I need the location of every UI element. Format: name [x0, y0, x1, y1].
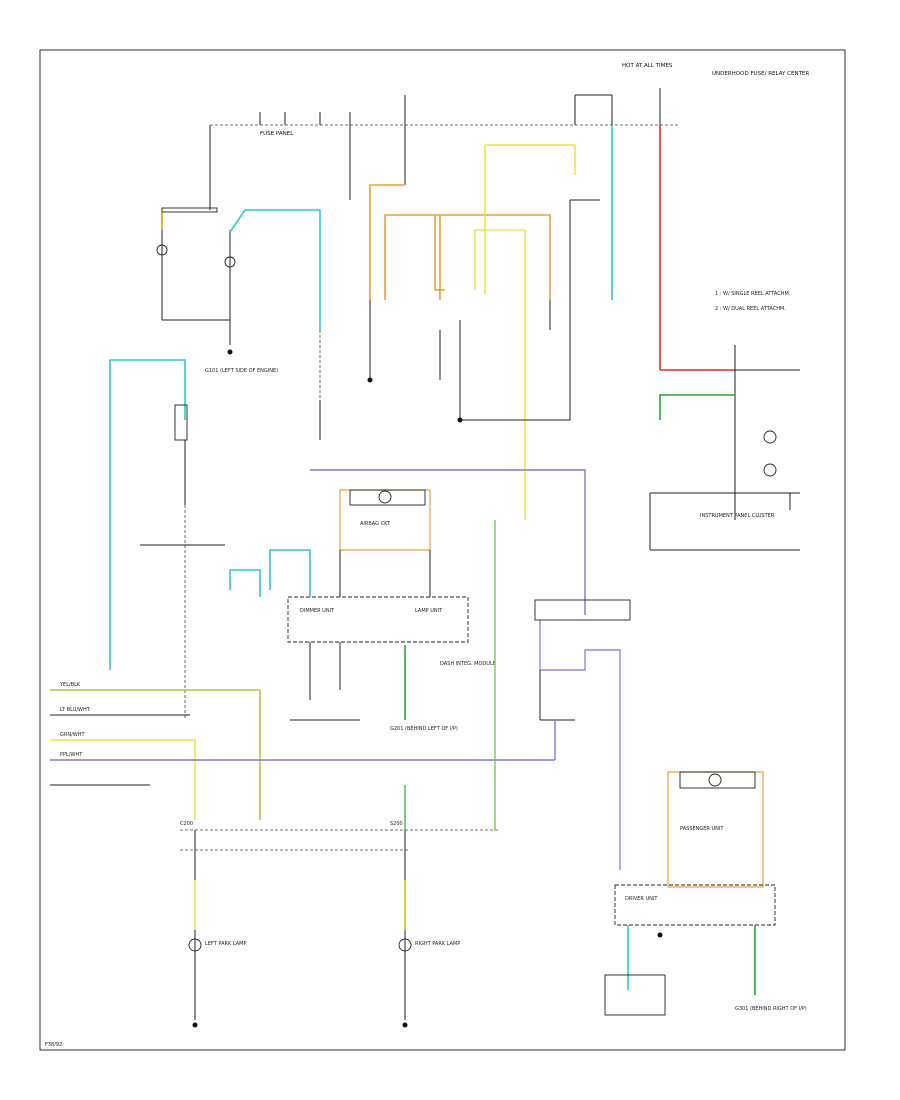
instrument-panel-cluster-label: INSTRUMENT PANEL CLUSTER — [700, 513, 775, 519]
fuse-panel-label: FUSE PANEL — [260, 131, 294, 137]
ground-g101-label: G101 (LEFT SIDE OF ENGINE) — [205, 368, 278, 374]
right-park-lamp-label: RIGHT PARK LAMP — [415, 941, 460, 947]
right-center-connector — [534, 599, 631, 621]
ppl-wht-label: PPL/WHT — [60, 752, 83, 758]
dash-integration-module — [229, 489, 469, 721]
left-feed-wires — [50, 689, 556, 820]
c200-label: C200 — [180, 821, 193, 827]
ground-g301-label: G301 (BEHIND RIGHT OF I/P) — [735, 1006, 807, 1012]
blue-wire-right — [539, 620, 621, 870]
left-connector — [174, 404, 188, 441]
dash-integ-module-label: DASH INTEG. MODULE — [440, 661, 496, 667]
yel-blk-label: YEL/BLK — [59, 682, 81, 688]
lt-blu-wht-label: LT BLU/WHT — [60, 707, 91, 713]
left-front-circuit — [156, 207, 321, 440]
driver-unit-label: DRIVER UNIT — [625, 896, 658, 902]
hot-at-all-times-label: HOT AT ALL TIMES — [622, 63, 673, 69]
lower-bus — [180, 520, 500, 1028]
s200-label: S200 — [390, 821, 403, 827]
ground-g201-label: G201 (BEHIND LEFT OF I/P) — [390, 726, 458, 732]
center-top-circuit — [367, 125, 613, 520]
legend-item-2: 2 : W/ DUAL REEL ATTACHM. — [715, 306, 786, 312]
grn-wht-label: GRN/WHT — [60, 732, 85, 738]
airbag-ckt-label: AIRBAG CKT — [360, 521, 391, 527]
footer-code: F38/92 — [45, 1042, 62, 1048]
diagram-frame — [39, 49, 846, 1051]
blue-wire-center — [310, 469, 586, 615]
left-cyan-wire — [109, 359, 186, 670]
dimmer-unit-label: DIMMER UNIT — [300, 608, 335, 614]
underhood-fuse-box-label: UNDERHOOD FUSE/ RELAY CENTER — [712, 71, 809, 77]
passenger-unit-label: PASSENGER UNIT — [680, 826, 724, 832]
legend-item-1: 1 : W/ SINGLE REEL ATTACHM. — [715, 291, 791, 297]
top-bus — [209, 88, 680, 210]
right-feed-circuit — [649, 125, 800, 551]
passenger-unit-module — [604, 771, 776, 1016]
lamp-unit-label: LAMP UNIT — [415, 608, 443, 614]
left-park-lamp-label: LEFT PARK LAMP — [205, 941, 246, 947]
